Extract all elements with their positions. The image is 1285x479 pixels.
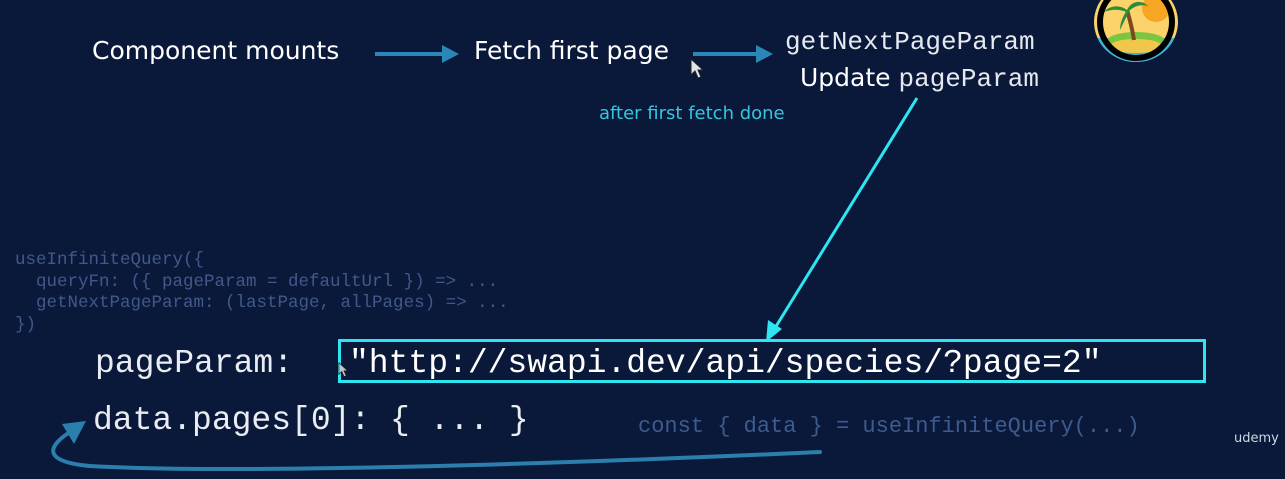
flow-arrow-1	[375, 45, 459, 63]
mouse-cursor-icon	[338, 362, 349, 377]
code-line: queryFn: ({ pageParam = defaultUrl }) =>…	[15, 271, 499, 292]
update-code: pageParam	[898, 64, 1039, 94]
step-update-page-param: Update pageParam	[800, 63, 1039, 94]
code-line: })	[15, 314, 37, 335]
step-component-mounts: Component mounts	[92, 36, 340, 65]
after-first-fetch-note: after first fetch done	[599, 103, 785, 124]
step-get-next-page-param: getNextPageParam	[785, 27, 1035, 57]
page-param-label: pageParam:	[95, 345, 294, 382]
code-line: useInfiniteQuery({	[15, 250, 205, 270]
step-fetch-first-page: Fetch first page	[474, 36, 669, 65]
page-param-highlight-box	[338, 339, 1206, 383]
update-to-page-param-arrow	[766, 97, 919, 342]
flow-arrow-2	[693, 45, 773, 63]
page-param-value: "http://swapi.dev/api/species/?page=2"	[349, 345, 1102, 382]
update-label: Update	[800, 63, 891, 92]
mouse-cursor-icon	[690, 58, 705, 79]
avatar-palm-island-icon	[1094, 0, 1178, 62]
code-line: getNextPageParam: (lastPage, allPages) =…	[15, 293, 509, 313]
udemy-watermark: udemy	[1234, 431, 1279, 446]
data-pages-label: data.pages[0]: { ... }	[93, 402, 529, 439]
const-data-code: const { data } = useInfiniteQuery(...)	[638, 414, 1140, 439]
return-curve-arrow	[51, 421, 822, 472]
use-infinite-query-code: useInfiniteQuery({ queryFn: ({ pageParam…	[15, 250, 509, 336]
